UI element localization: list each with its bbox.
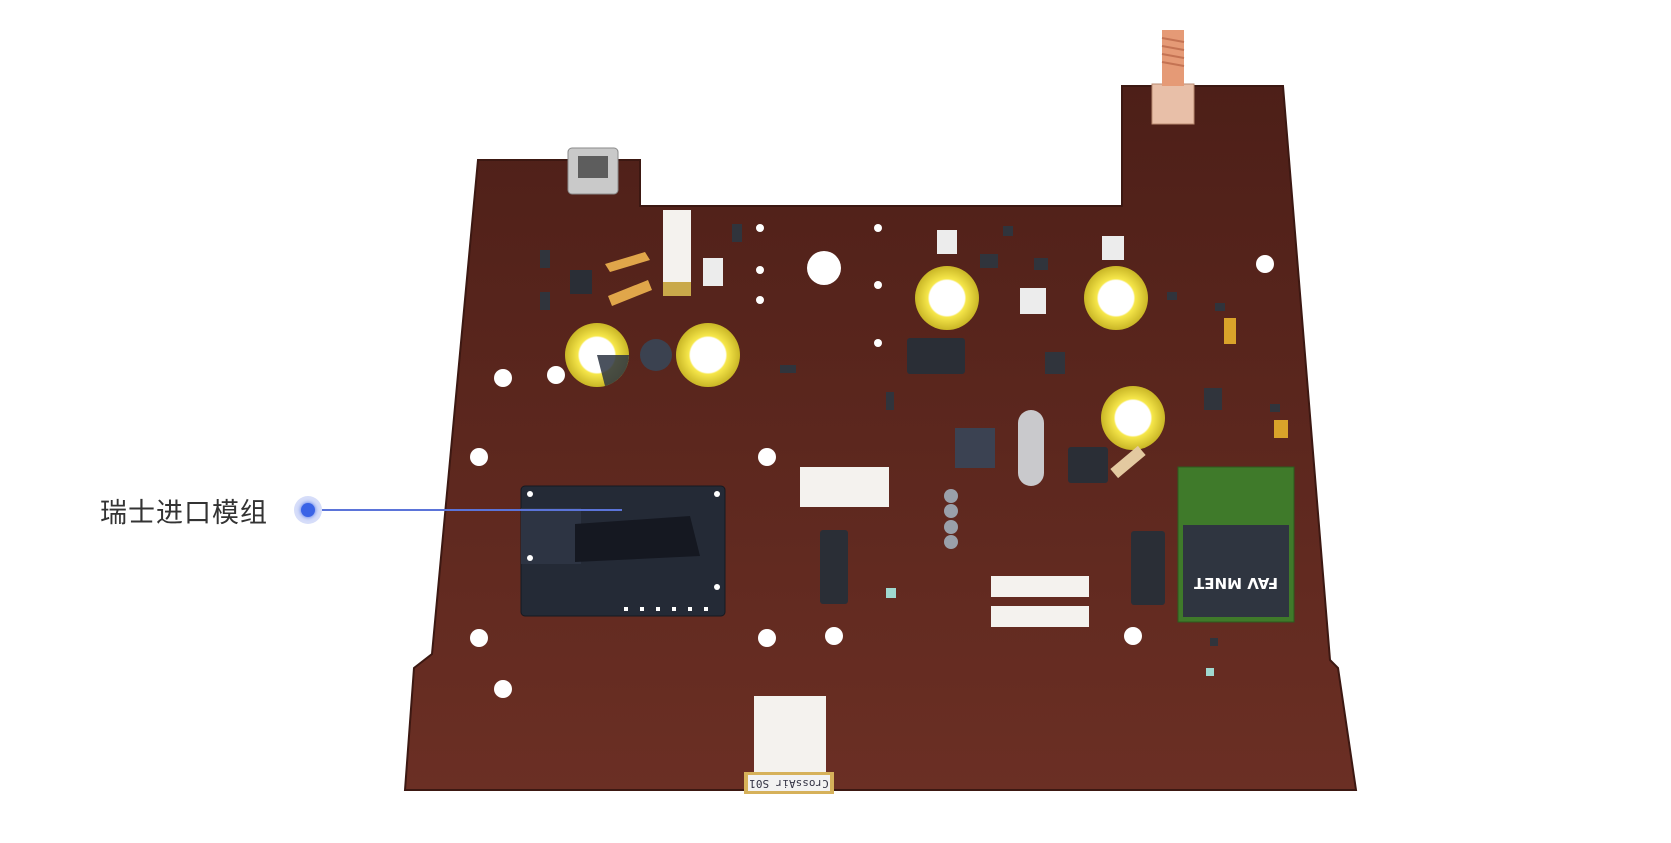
smd-components xyxy=(540,224,1288,676)
bottom-label-bg xyxy=(748,775,830,791)
orange-components xyxy=(605,252,1146,479)
bottom-label-text: CrossAir S01 xyxy=(749,777,828,790)
swiss-module xyxy=(520,485,726,617)
callout: 瑞士进口模组 xyxy=(100,490,622,530)
rf-module: FAV MNET xyxy=(1177,466,1295,623)
pcb-outline xyxy=(403,85,1358,791)
usb-connector xyxy=(567,147,619,195)
callout-leader-line xyxy=(322,509,622,511)
header-pins xyxy=(944,489,958,549)
callout-label: 瑞士进口模组 xyxy=(100,497,268,529)
relay-band xyxy=(663,282,691,296)
callout-dot-icon[interactable] xyxy=(294,496,322,524)
rf-module-text: FAV MNET xyxy=(1193,574,1278,592)
black-connectors xyxy=(570,270,1165,605)
mounting-holes xyxy=(470,224,1274,698)
sma-connector xyxy=(1151,30,1195,125)
white-components xyxy=(663,210,1089,776)
capacitors xyxy=(565,266,1165,450)
